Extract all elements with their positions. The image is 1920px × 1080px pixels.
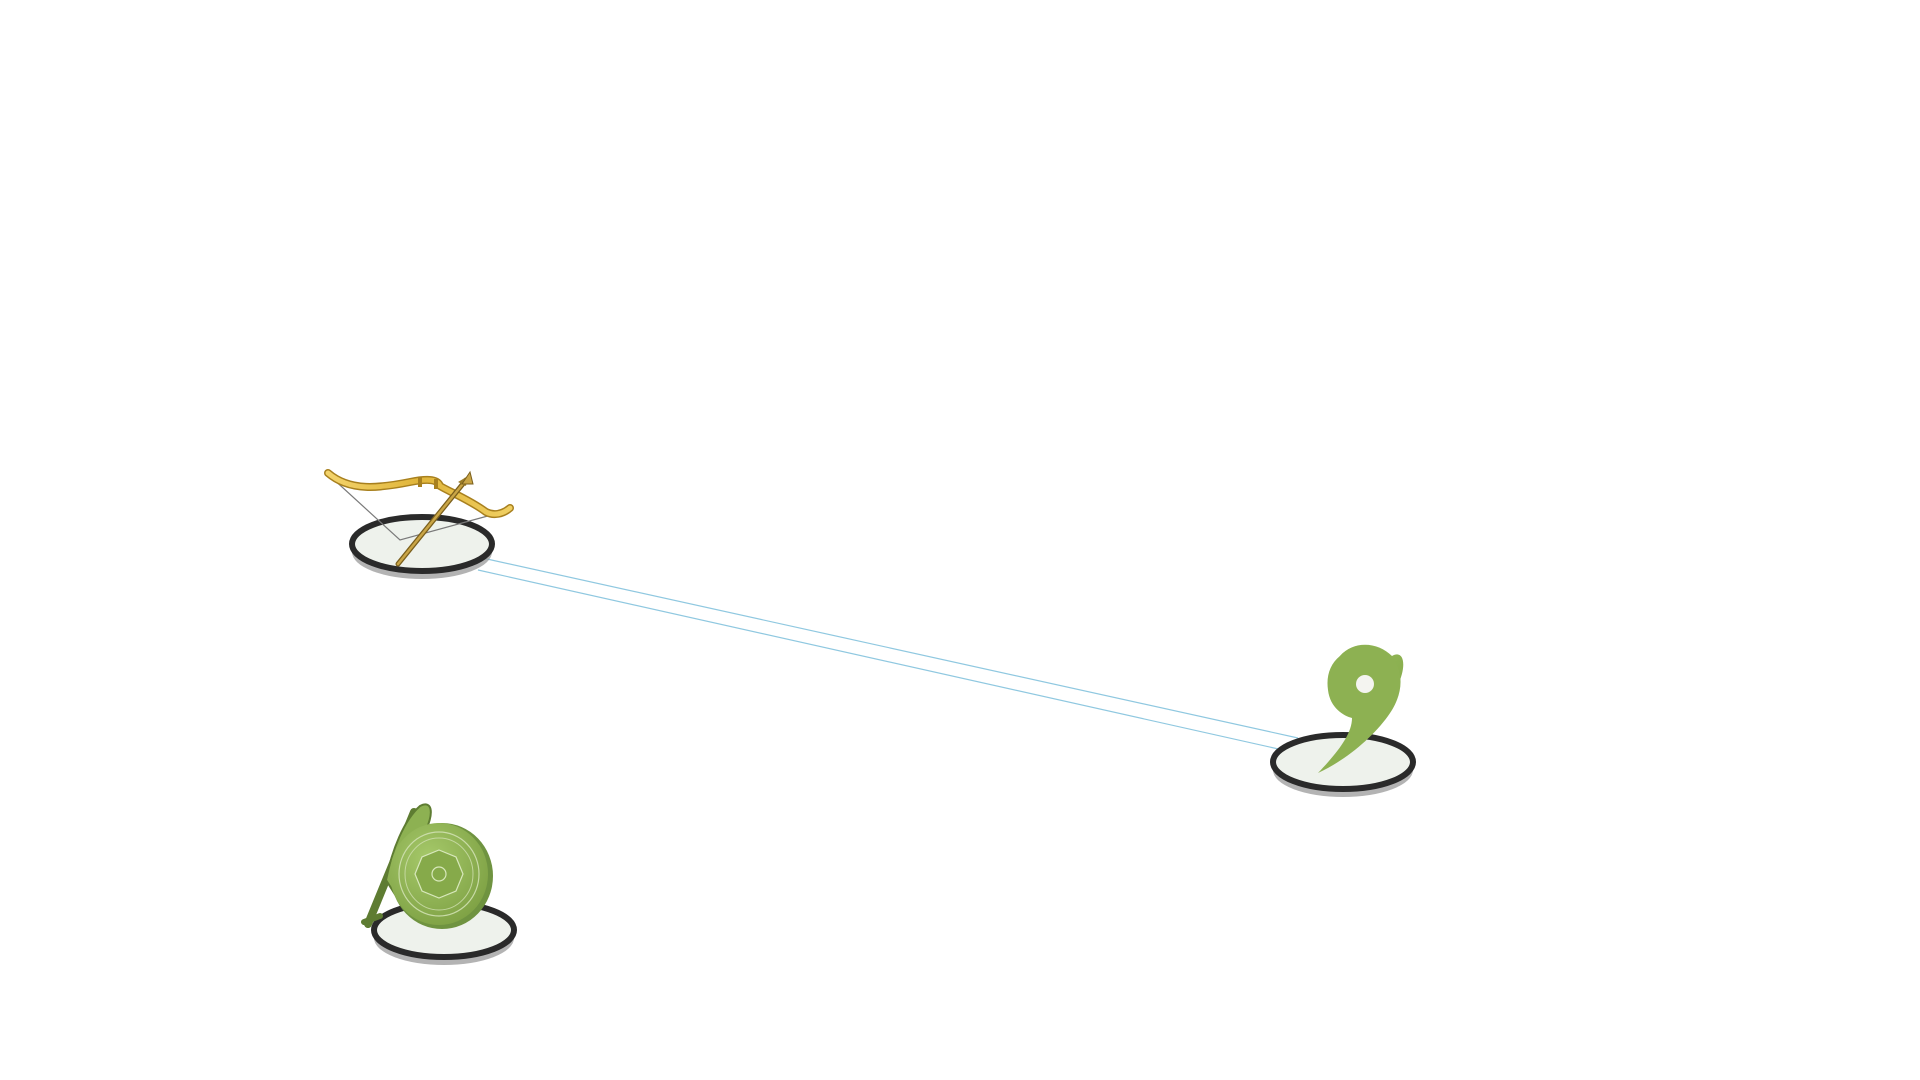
bow-and-arrow-icon <box>324 469 514 567</box>
unit-link-path <box>477 556 1299 753</box>
archer-base[interactable] <box>349 514 495 579</box>
location-marker-icon <box>1318 644 1404 773</box>
waypoint-unit[interactable] <box>1270 644 1416 797</box>
shield-bearer-unit[interactable] <box>361 803 517 965</box>
waypoint-base[interactable] <box>1270 732 1416 797</box>
shield-and-club-icon <box>361 803 493 929</box>
archer-unit[interactable] <box>324 469 514 579</box>
